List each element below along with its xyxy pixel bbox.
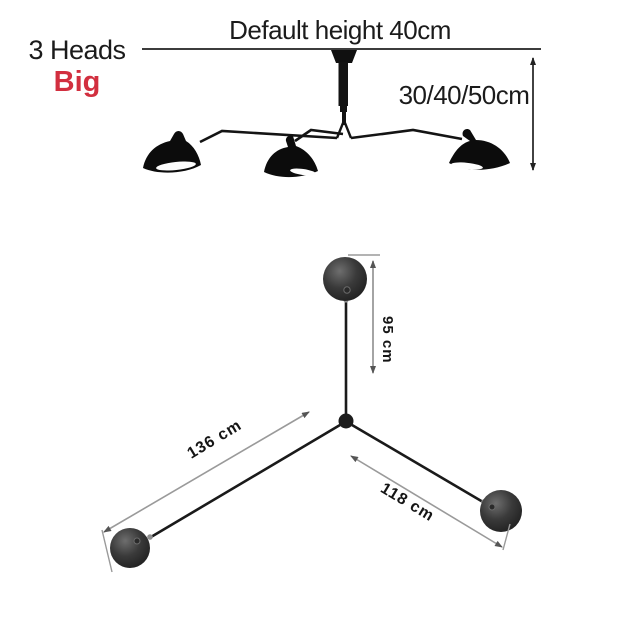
arm-fork-left <box>335 122 345 139</box>
shade-left-inner-light <box>156 161 196 171</box>
default-height-label: Default height 40cm <box>229 15 451 45</box>
drop-rod-lower <box>342 110 346 125</box>
lamp-top-view <box>101 254 522 573</box>
shade-ball-right <box>480 490 522 532</box>
dim-ext-right-ball <box>502 523 511 551</box>
ceiling-canopy <box>331 50 357 63</box>
dim-arrow-118 <box>350 455 503 548</box>
shade-center-inner-light <box>290 168 316 176</box>
center-hub <box>338 413 354 429</box>
drop-rod-coupler <box>340 104 347 112</box>
dim-ext-left-ball <box>101 529 113 573</box>
shade-ball-left <box>110 528 150 568</box>
shade-right-inner-light <box>451 162 483 170</box>
arm-center <box>294 128 344 143</box>
arm-line-left <box>150 423 341 539</box>
drop-heights-label: 30/40/50cm <box>398 80 530 110</box>
variant-size-label: Big <box>53 66 101 98</box>
shade-ball-right-nub <box>488 503 496 511</box>
shade-right <box>449 128 510 170</box>
drop-rod-upper <box>338 62 348 106</box>
variant-heads-label: 3 Heads <box>28 35 126 65</box>
arm-right <box>350 128 463 141</box>
shade-center <box>264 135 318 178</box>
left-ball-connector <box>147 534 153 540</box>
dim-arrow-136 <box>103 411 310 533</box>
shade-ball-top-nub <box>343 286 351 294</box>
lamp-side-view <box>142 48 541 178</box>
shade-ball-top <box>323 257 367 301</box>
stem-dimension-label: 95 cm <box>379 316 396 364</box>
arm-line-right <box>351 423 484 504</box>
arm-left <box>199 129 338 144</box>
shade-ball-left-nub <box>133 537 141 545</box>
arm-fork-right <box>343 122 353 139</box>
